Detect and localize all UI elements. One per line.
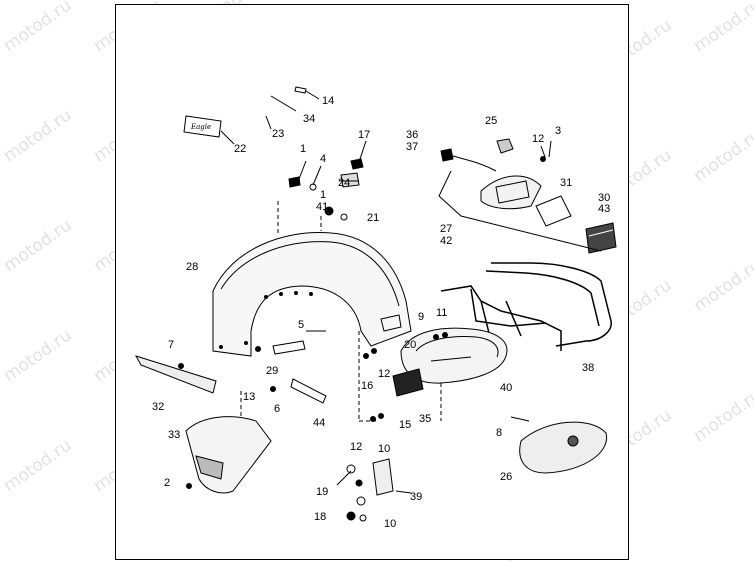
callout-7: 7	[168, 339, 175, 351]
watermark-text: motod.ru	[0, 0, 76, 57]
luggage-rack-38	[440, 262, 612, 351]
callout-4: 4	[320, 153, 327, 165]
watermark-text: motod.ru	[0, 325, 76, 387]
callout-6: 6	[274, 403, 281, 415]
callout-5: 5	[298, 319, 305, 331]
exploded-parts-drawing: Eagle	[134, 86, 617, 522]
callout-8: 8	[496, 427, 503, 439]
callout-2: 2	[164, 477, 171, 489]
callout-9: 9	[418, 311, 425, 323]
callout-25: 25	[485, 115, 498, 127]
watermark-text: motod.ru	[0, 435, 76, 497]
mud-flap-33	[185, 416, 272, 494]
callout-27: 27	[440, 223, 453, 235]
callout-24: 24	[338, 177, 351, 189]
callout-20: 20	[404, 339, 417, 351]
svg-text:Eagle: Eagle	[190, 123, 211, 131]
brackets	[178, 330, 327, 404]
callout-39: 39	[410, 491, 423, 503]
callout-36: 36	[406, 129, 419, 141]
callout-18: 18	[314, 511, 327, 523]
callout-38: 38	[582, 362, 595, 374]
callout-16: 16	[361, 380, 374, 392]
callout-28: 28	[186, 261, 199, 273]
callout-40: 40	[500, 382, 513, 394]
callout-3: 3	[555, 125, 562, 137]
callout-37: 37	[406, 141, 419, 153]
callout-41: 41	[316, 201, 329, 213]
callout-34: 34	[303, 113, 316, 125]
callout-12b: 12	[378, 368, 391, 380]
link-39	[336, 458, 412, 522]
nameplates: Eagle	[183, 86, 320, 145]
callout-29: 29	[266, 365, 279, 377]
callout-26: 26	[500, 471, 513, 483]
watermark-text: motod.ru	[690, 385, 754, 447]
callout-1b: 1	[320, 189, 327, 201]
callout-10a: 10	[378, 443, 391, 455]
diagram-frame: Eagle	[115, 4, 629, 560]
callout-10b: 10	[384, 518, 397, 530]
watermark-text: motod.ru	[690, 255, 754, 317]
callout-12c: 12	[350, 441, 363, 453]
rear-fender-28	[212, 232, 412, 357]
callout-23: 23	[272, 128, 285, 140]
watermark-text: motod.ru	[0, 105, 76, 167]
callout-30: 30	[598, 192, 611, 204]
callout-43: 43	[598, 203, 611, 215]
callout-32: 32	[152, 401, 165, 413]
callout-31: 31	[560, 177, 573, 189]
leader-27-42	[438, 170, 482, 222]
watermark-text: motod.ru	[690, 0, 754, 57]
license-items	[535, 195, 617, 254]
support-26	[510, 416, 608, 474]
callout-15: 15	[399, 419, 412, 431]
watermark-text: motod.ru	[690, 125, 754, 187]
watermark-text: motod.ru	[0, 215, 76, 277]
rail-32	[134, 355, 217, 394]
hardware-center	[363, 332, 448, 422]
backrest-plate-40	[392, 327, 508, 397]
callout-14: 14	[322, 95, 335, 107]
callout-22: 22	[234, 143, 247, 155]
callout-33: 33	[168, 429, 181, 441]
callout-1a: 1	[300, 143, 307, 155]
callout-13: 13	[243, 391, 256, 403]
callout-42: 42	[440, 235, 453, 247]
callout-35: 35	[419, 413, 432, 425]
callout-17: 17	[358, 129, 371, 141]
tail-lamp-assembly	[440, 138, 552, 210]
callout-12a: 12	[532, 133, 545, 145]
callout-21: 21	[367, 212, 380, 224]
callout-11: 11	[436, 307, 448, 319]
hardware-top	[288, 140, 367, 221]
callout-19: 19	[316, 486, 329, 498]
callout-44: 44	[313, 417, 326, 429]
